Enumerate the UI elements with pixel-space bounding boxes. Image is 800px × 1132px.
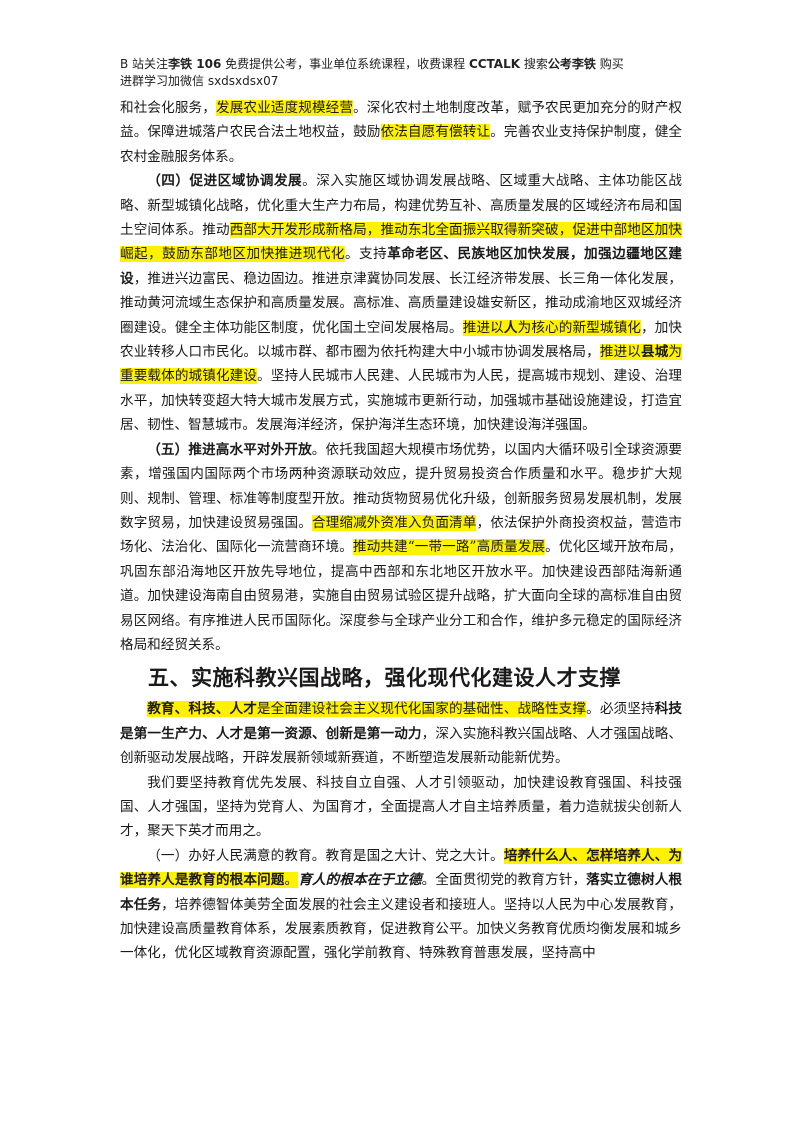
header-segment: 免费提供公考，事业单位系统课程，收费课程 (221, 57, 469, 71)
text-segment: 我们要坚持教育优先发展、科技自立自强、人才引领驱动，加快建设教育强国、科技强国、… (120, 774, 682, 840)
highlighted-text: 推动共建“一带一路”高质量发展 (352, 539, 546, 556)
paragraph: （一）办好人民满意的教育。教育是国之大计、党之大计。培养什么人、怎样培养人、为谁… (120, 844, 682, 966)
text-segment: 。依托我国超大规模市场优势，以国内大循环吸引全球资源要素，增强国内国际两个市场两… (120, 441, 683, 531)
highlighted-text: 推进以 (599, 344, 641, 361)
text-segment: 。必须坚持 (586, 701, 655, 718)
highlighted-text: 为核心的新型城镇化 (517, 319, 642, 336)
header-segment: 李铁 106 (168, 57, 222, 71)
page-header: B 站关注李铁 106 免费提供公考，事业单位系统课程，收费课程 CCTALK … (120, 56, 700, 90)
highlighted-text: 发展农业适度规模经营 (215, 100, 354, 116)
text-segment: ，培养德智体美劳全面发展的社会主义建设者和接班人。坚持以人民为中心发展教育，加快… (120, 896, 683, 962)
text-segment: （一）办好人民满意的教育。教育是国之大计、党之大计。 (147, 847, 504, 864)
text-segment: 和社会化服务， (120, 100, 216, 116)
text-segment: （五）推进高水平对外开放 (147, 441, 312, 458)
text-segment: 科技是第一生产力、人才是第一资源、创新是第一动力 (120, 701, 683, 742)
text-segment: 。优化区域开放布局，巩固东部沿海地区开放先导地位，提高中西部和东北地区开放水平。… (120, 539, 683, 653)
header-line-2: 进群学习加微信 sxdsxdsx07 (120, 74, 279, 88)
text-segment: 。坚持人民城市人民建、人民城市为人民，提高城市规划、建设、治理水平，加快转变超大… (120, 368, 683, 434)
header-segment: 购买 (595, 57, 624, 71)
header-segment: 搜索 (520, 57, 548, 71)
highlighted-text: 县城 (641, 344, 669, 361)
text-segment: 。支持 (345, 246, 388, 263)
header-line-1: B 站关注李铁 106 免费提供公考，事业单位系统课程，收费课程 CCTALK … (120, 56, 700, 73)
section-heading: 五、实施科教兴国战略，强化现代化建设人才支撑 (148, 665, 621, 691)
highlighted-text: 教育、科技、人才 (147, 701, 257, 718)
highlighted-text: 人 (503, 319, 518, 336)
text-segment: ，推进兴边富民、稳边固边。推进京津冀协同发展、长江经济带发展、长三角一体化发展，… (120, 270, 683, 336)
text-segment: 。完善农业支持保护制度，健全农村金融服务体系。 (120, 124, 683, 165)
text-segment: 革命老区、民族地区加快发展，加强边疆地区建设 (120, 246, 683, 287)
paragraph: 和社会化服务，发展农业适度规模经营。深化农村土地制度改革，赋予农民更加充分的财产… (120, 96, 682, 169)
text-segment: 。深入实施区域协调发展战略、区域重大战略、主体功能区战略、新型城镇化战略，优化重… (120, 173, 683, 239)
section-education: 教育、科技、人才是全面建设社会主义现代化国家的基础性、战略性支撑。必须坚持科技是… (120, 697, 682, 965)
section-regional: 和社会化服务，发展农业适度规模经营。深化农村土地制度改革，赋予农民更加充分的财产… (120, 96, 682, 657)
text-segment: 育人的根本在于立德 (298, 872, 422, 889)
highlighted-text: 合理缩减外资准入负面清单 (311, 514, 477, 531)
highlighted-text: 依法自愿有偿转让 (380, 124, 491, 141)
text-segment: ，深入实施科教兴国战略、人才强国战略、创新驱动发展战略，开辟发展新领域新赛道，不… (120, 725, 683, 767)
highlighted-text: 是全面建设社会主义现代化国家的基础性、战略性支撑 (256, 701, 587, 718)
header-segment: B 站关注 (120, 57, 169, 71)
paragraph: 教育、科技、人才是全面建设社会主义现代化国家的基础性、战略性支撑。必须坚持科技是… (120, 697, 682, 770)
text-segment: 落实立德树人根本任务 (120, 872, 683, 913)
text-segment: （四）促进区域协调发展 (147, 173, 303, 190)
paragraph: （四）促进区域协调发展。深入实施区域协调发展战略、区域重大战略、主体功能区战略、… (120, 169, 682, 437)
document-body: 和社会化服务，发展农业适度规模经营。深化农村土地制度改革，赋予农民更加充分的财产… (120, 96, 682, 966)
text-segment: 。全面贯彻党的教育方针， (421, 872, 587, 889)
highlighted-text: 推进以 (462, 319, 504, 336)
paragraph: （五）推进高水平对外开放。依托我国超大规模市场优势，以国内大循环吸引全球资源要素… (120, 438, 682, 658)
text-segment: 。深化农村土地制度改革，赋予农民更加充分的财产权益。保障进城落户农民合法土地权益… (120, 100, 683, 141)
header-segment: 公考李铁 (547, 57, 596, 71)
paragraph: 我们要坚持教育优先发展、科技自立自强、人才引领驱动，加快建设教育强国、科技强国、… (120, 771, 682, 844)
text-segment: ，依法保护外商投资权益，营造市场化、法治化、国际化一流营商环境。 (120, 514, 683, 556)
header-segment: CCTALK (468, 57, 521, 71)
highlighted-text: 。 (284, 872, 299, 889)
text-segment: ，加快农业转移人口市民化。以城市群、都市圈为依托构建大中小城市协调发展格局， (120, 319, 683, 361)
